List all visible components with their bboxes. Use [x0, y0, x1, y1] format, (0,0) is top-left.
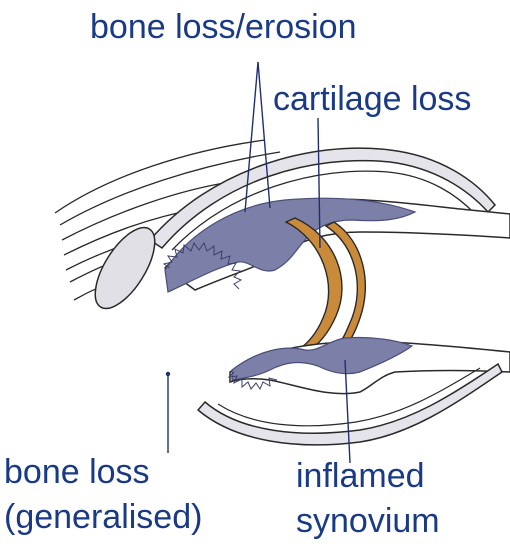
bone-loss-pointer-dot	[166, 372, 170, 376]
label-cartilage-loss: cartilage loss	[273, 82, 471, 116]
label-synovium: synovium	[296, 504, 440, 538]
label-bone-loss: bone loss	[4, 455, 150, 489]
sesamoid-oval	[84, 218, 167, 317]
label-inflamed: inflamed	[296, 459, 425, 493]
label-bone-loss-erosion: bone loss/erosion	[90, 10, 357, 44]
label-bone-loss-generalised: (generalised)	[4, 500, 202, 534]
